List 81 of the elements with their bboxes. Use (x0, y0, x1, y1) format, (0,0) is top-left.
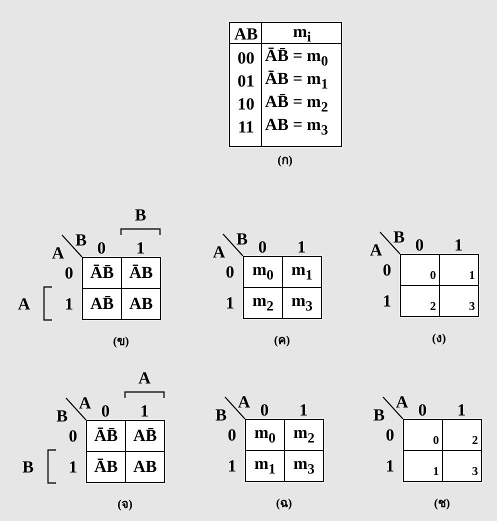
column-header: 0 (97, 240, 106, 256)
row-header: 1 (64, 295, 74, 312)
kmap-cell: m$_{3}$ (284, 450, 324, 482)
row-header: 0 (64, 264, 74, 281)
column-header: 1 (136, 240, 145, 256)
minterm-expression: ĀB = m$_{1}$ (265, 70, 328, 92)
column-header: m$_{i}$ (292, 23, 312, 45)
kmap-cell: 3 (442, 450, 482, 482)
input-value: 00 (238, 50, 254, 66)
column-header: 0 (260, 402, 269, 418)
axis-variable: A (238, 394, 250, 410)
minterm-expression: AB̄ = m$_{2}$ (265, 93, 328, 115)
minterm-expression: AB = m$_{3}$ (265, 116, 328, 138)
figure-caption: (ค) (274, 334, 290, 346)
kmap-cell: ĀB (86, 451, 126, 483)
column-header: 1 (457, 402, 466, 418)
kmap-cell: m$_{0}$ (243, 256, 283, 288)
row-header: 1 (228, 457, 236, 474)
column-header: 1 (454, 236, 463, 254)
row-header: 1 (382, 292, 392, 309)
kmap-cell: m$_{3}$ (282, 287, 322, 319)
kmap-cell: 2 (400, 285, 440, 317)
row-header: 0 (226, 263, 234, 280)
column-header: 1 (299, 402, 308, 418)
figure-caption: (ฉ) (276, 497, 292, 509)
kmap-cell: AB̄ (82, 288, 122, 320)
kmap-cell: m$_{1}$ (245, 450, 285, 482)
kmap-cell: m$_{2}$ (284, 419, 324, 451)
row-header: 0 (68, 427, 78, 444)
kmap-cell: 3 (439, 285, 479, 317)
column-header: 1 (297, 238, 306, 256)
kmap-cell: m$_{1}$ (282, 256, 322, 288)
row-header: 0 (386, 426, 394, 443)
kmap-cell: AB (121, 288, 161, 320)
kmap-cell: ĀB (121, 257, 161, 289)
column-header: 0 (415, 236, 424, 254)
row-header: 1 (226, 294, 234, 311)
column-header: 0 (258, 238, 267, 256)
kmap-cell: AB̄ (125, 420, 165, 452)
kmap-cell: m$_{2}$ (243, 287, 283, 319)
bracket-label: B (134, 206, 146, 224)
figure-caption: (ช) (434, 497, 450, 509)
bracket-label: A (138, 370, 151, 386)
bracket-label: B (22, 458, 34, 475)
axis-variable: B (56, 408, 68, 424)
column-header: 1 (140, 402, 149, 420)
input-value: 11 (238, 118, 254, 136)
row-header: 1 (386, 457, 394, 474)
figure-caption: (ข) (113, 335, 129, 347)
kmap-cell: 1 (439, 254, 479, 286)
axis-variable: A (52, 244, 64, 262)
kmap-cell: 0 (400, 254, 440, 286)
axis-variable: B (393, 228, 405, 246)
axis-variable: B (215, 406, 227, 424)
column-header: 0 (418, 402, 427, 418)
figure-caption: (ก) (278, 154, 292, 166)
axis-variable: A (78, 394, 92, 412)
kmap-cell: AB (125, 451, 165, 483)
axis-variable: A (370, 242, 382, 258)
kmap-cell: 2 (442, 419, 482, 451)
figure-caption: (จ) (118, 498, 132, 510)
column-header: AB (234, 26, 258, 42)
axis-variable: B (373, 406, 385, 424)
minterm-expression: ĀB̄ = m$_{0}$ (265, 47, 328, 69)
axis-variable: A (396, 394, 408, 410)
row-header: 0 (382, 261, 392, 278)
row-header: 0 (228, 426, 236, 443)
row-header: 1 (68, 458, 78, 475)
kmap-cell: ĀB̄ (82, 257, 122, 289)
input-value: 01 (238, 72, 254, 90)
bracket-label: A (18, 295, 30, 312)
input-value: 10 (238, 96, 254, 112)
kmap-cell: 0 (403, 419, 443, 451)
figure-caption: (ง) (432, 332, 446, 344)
kmap-cell: m$_{0}$ (245, 419, 285, 451)
kmap-cell: 1 (403, 450, 443, 482)
column-header: 0 (101, 402, 110, 420)
axis-variable: B (75, 232, 87, 248)
axis-variable: B (236, 230, 248, 248)
axis-variable: A (212, 244, 226, 260)
kmap-cell: ĀB̄ (86, 420, 126, 452)
